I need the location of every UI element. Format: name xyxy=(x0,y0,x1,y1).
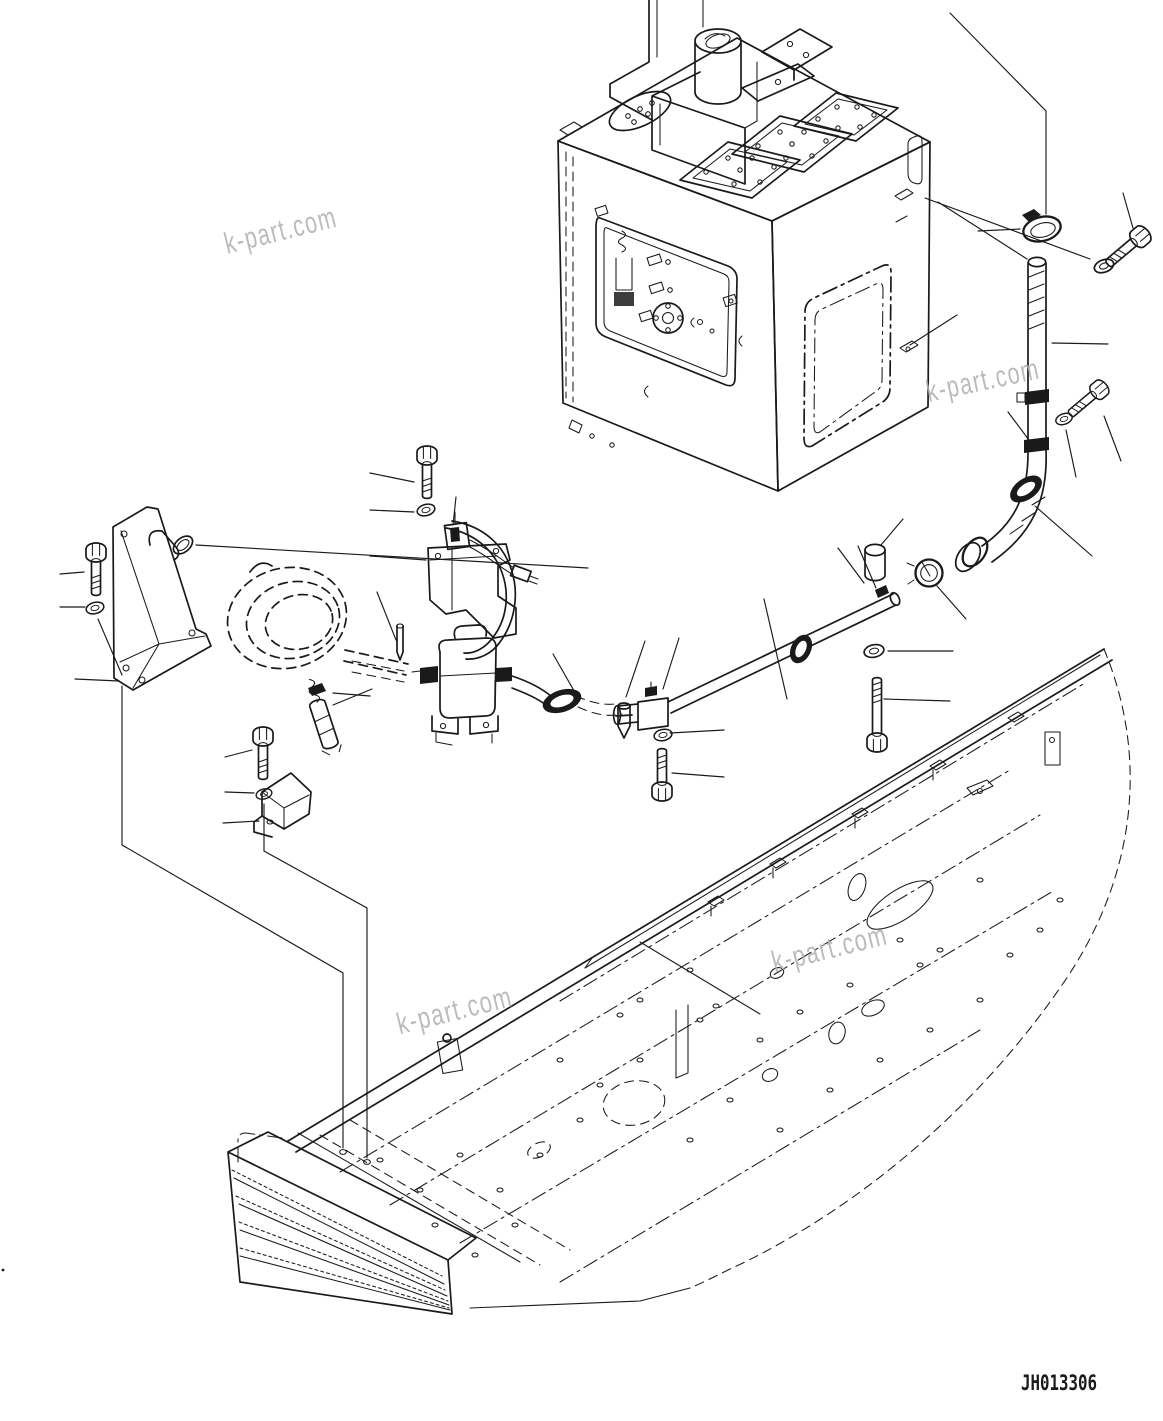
pin-fitting xyxy=(396,623,404,661)
hex-bolt-1 xyxy=(1100,222,1155,273)
filler-pipe xyxy=(954,256,1049,573)
fuel-tube xyxy=(612,585,901,731)
outlet-hose xyxy=(511,675,623,716)
inlet-hose-hidden xyxy=(351,660,405,683)
priming-pump xyxy=(411,624,512,746)
watermark-3: k-part.com xyxy=(768,918,890,979)
pump-hose-loop xyxy=(445,527,508,654)
hex-bolt-3 xyxy=(866,676,888,753)
rail-clips xyxy=(436,711,1061,1075)
tank-face-clips xyxy=(568,204,743,448)
hose-clamp xyxy=(1022,209,1062,243)
tank-right-clips xyxy=(894,135,923,353)
left-bracket-assembly xyxy=(84,506,409,838)
priming-pump-assembly xyxy=(351,445,623,746)
tank-filler-neck xyxy=(609,0,833,185)
hex-bolt-6 xyxy=(85,542,107,597)
watermarks: k-part.com k-part.com k-part.com k-part.… xyxy=(221,201,1043,1041)
coiled-hose xyxy=(226,562,409,676)
tank-top-pad xyxy=(608,90,672,132)
tank-tab xyxy=(559,121,583,136)
washer-5 xyxy=(415,501,437,519)
drawing-number: JH013306 xyxy=(1021,1371,1097,1395)
hose-clamp-small xyxy=(308,683,326,696)
spring-fitting xyxy=(308,678,342,756)
tank-right-face xyxy=(771,141,931,492)
watermark-1: k-part.com xyxy=(221,201,341,261)
clamp-ring xyxy=(906,558,944,588)
chassis-frame xyxy=(227,648,1131,1315)
tank-window-opening xyxy=(803,264,892,448)
stray-dot xyxy=(1,1268,5,1272)
deck-bolt-holes xyxy=(376,877,1064,1258)
pump-bracket xyxy=(427,511,539,639)
plug-fitting xyxy=(615,702,633,739)
bushing xyxy=(864,543,886,582)
mounting-stand xyxy=(112,506,212,691)
wedge-bracket xyxy=(253,772,312,838)
tank-service-panel xyxy=(595,216,738,387)
fuel-tank xyxy=(557,0,931,492)
deck-holes xyxy=(527,873,934,1159)
hex-bolt-5 xyxy=(416,445,438,500)
tank-top-covers xyxy=(679,92,899,199)
step-assembly xyxy=(227,1131,477,1315)
fuel-tube-assembly xyxy=(612,585,901,802)
washer-2 xyxy=(1053,410,1075,428)
washer-4 xyxy=(652,726,674,744)
hex-bolt-4 xyxy=(651,747,673,802)
leader-lines xyxy=(59,12,1134,1165)
filler-pipe-assembly xyxy=(864,209,1155,588)
watermark-4: k-part.com xyxy=(393,980,515,1041)
hex-bolt-7 xyxy=(252,726,274,781)
washer-3 xyxy=(862,642,886,660)
washer-6 xyxy=(84,599,106,617)
